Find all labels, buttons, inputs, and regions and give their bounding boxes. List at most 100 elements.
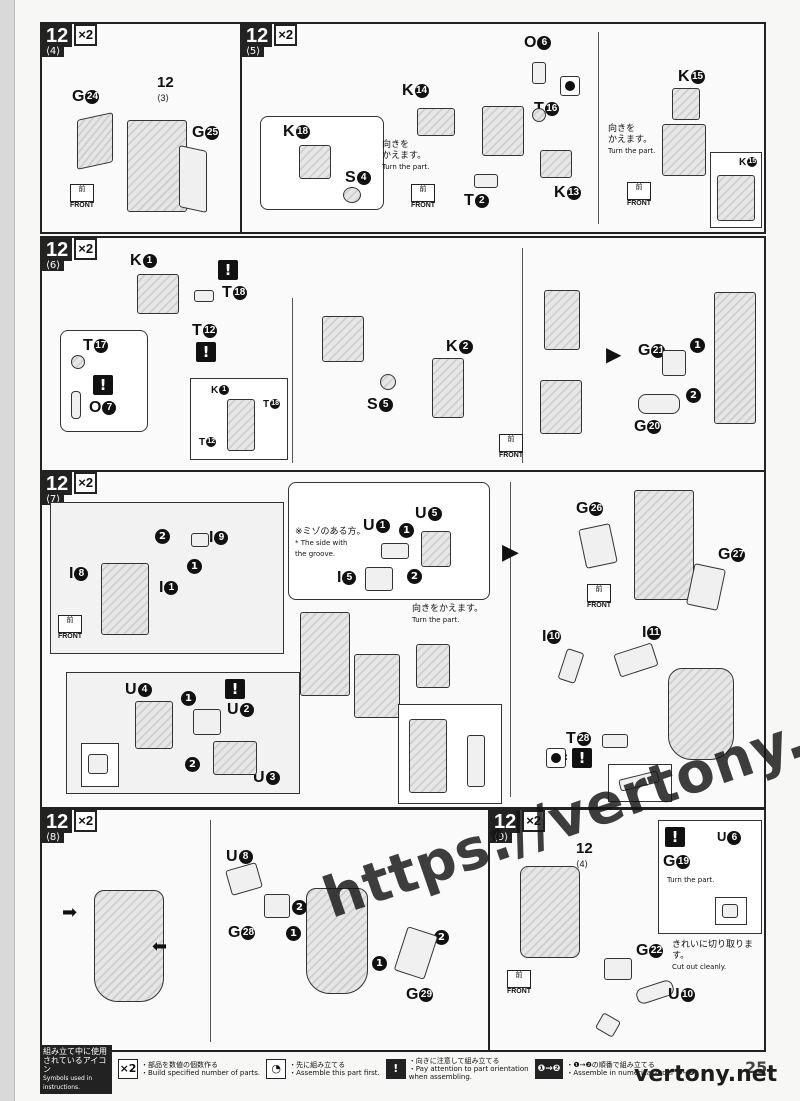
assemble-first-icon: ◔	[266, 1059, 287, 1079]
orientation-caution-icon: !	[218, 260, 238, 280]
quantity-x2-icon: ×2	[74, 24, 98, 46]
leg-assembly-drawing	[520, 866, 580, 958]
detail-drawing	[227, 399, 255, 451]
part-s4-drawing	[343, 187, 361, 203]
detail-drawing	[88, 754, 108, 774]
part-i9-drawing	[191, 533, 209, 547]
part-t2-drawing	[474, 174, 498, 188]
leg-assembly-drawing	[94, 890, 164, 1002]
orientation-caution-icon: !	[93, 375, 113, 395]
substep-divider	[510, 482, 511, 797]
frame-drawing	[322, 316, 364, 362]
part-g24-drawing	[77, 112, 113, 170]
part-g21-drawing	[662, 350, 686, 376]
substep-number: ⟨7⟩	[42, 494, 65, 505]
turn-part-note: 向きをかえます。 Turn the part.	[412, 604, 484, 624]
snap-arrow-icon: ⬅	[152, 936, 168, 957]
order-2-icon: 2	[185, 757, 200, 772]
step-number: 12	[42, 24, 73, 47]
detail-inset-t28	[608, 764, 672, 802]
part-g29-drawing	[393, 926, 439, 980]
part-t28-drawing	[602, 734, 628, 748]
detail-inset	[81, 743, 119, 787]
cut-cleanly-note: きれいに切り取ります。 Cut out cleanly.	[672, 940, 754, 971]
step-number: 12	[490, 810, 521, 833]
substep-number: ⟨8⟩	[42, 832, 65, 843]
substep-divider	[598, 32, 599, 224]
front-indicator: 前 FRONT	[498, 434, 524, 459]
order-1-icon: 1	[181, 691, 196, 706]
detail-inset-leg	[398, 704, 502, 804]
part-i10-drawing	[557, 648, 585, 684]
part-g22-drawing	[604, 958, 632, 980]
colon-separator: :	[564, 752, 568, 763]
part-o6-drawing	[532, 62, 546, 84]
leg-assembly-drawing	[714, 292, 756, 424]
order-2-icon: 2	[686, 388, 701, 403]
orientation-caution-icon: !	[225, 679, 245, 699]
quantity-x2-icon: ×2	[74, 472, 98, 494]
symbols-legend: 組み立て中に使用 されているアイコン Symbols used in instr…	[40, 1044, 762, 1094]
leg-assembly-drawing	[306, 888, 368, 994]
front-indicator: 前 FRONT	[626, 182, 652, 207]
order-2-icon: 2	[434, 930, 449, 945]
order-2-icon: 2	[407, 569, 422, 584]
part-u8-drawing	[225, 862, 263, 896]
quantity-x2-icon: ×2	[274, 24, 298, 46]
front-indicator: 前 FRONT	[69, 184, 95, 209]
assemble-first-icon	[546, 748, 566, 768]
snap-arrow-icon: ➡	[62, 902, 78, 923]
part-g28-drawing	[264, 894, 290, 918]
part-t18-drawing	[194, 290, 214, 302]
order-2-icon: 2	[292, 900, 307, 915]
legend-item-quantity: ×2 ・部品を数値の個数作る・Build specified number of…	[118, 1059, 261, 1079]
part-u4-drawing	[135, 701, 173, 749]
detail-drawing	[409, 719, 447, 793]
front-indicator: 前 FRONT	[410, 184, 436, 209]
part-t16-drawing	[532, 108, 546, 122]
detail-drawing-box	[715, 897, 747, 925]
front-indicator: 前 FRONT	[506, 970, 532, 995]
part-k15-drawing	[672, 88, 700, 120]
part-g20-drawing	[638, 394, 680, 414]
orientation-caution-icon: !	[196, 342, 216, 362]
order-1-icon: 1	[690, 338, 705, 353]
turn-part-note: 向きを かえます。 Turn the part.	[608, 124, 656, 155]
part-armor-drawing	[416, 644, 450, 688]
watermark-site: vertony.net	[634, 1062, 778, 1087]
part-g25-drawing	[179, 145, 207, 213]
step-badge: 12 ×2 ⟨7⟩	[42, 472, 98, 505]
